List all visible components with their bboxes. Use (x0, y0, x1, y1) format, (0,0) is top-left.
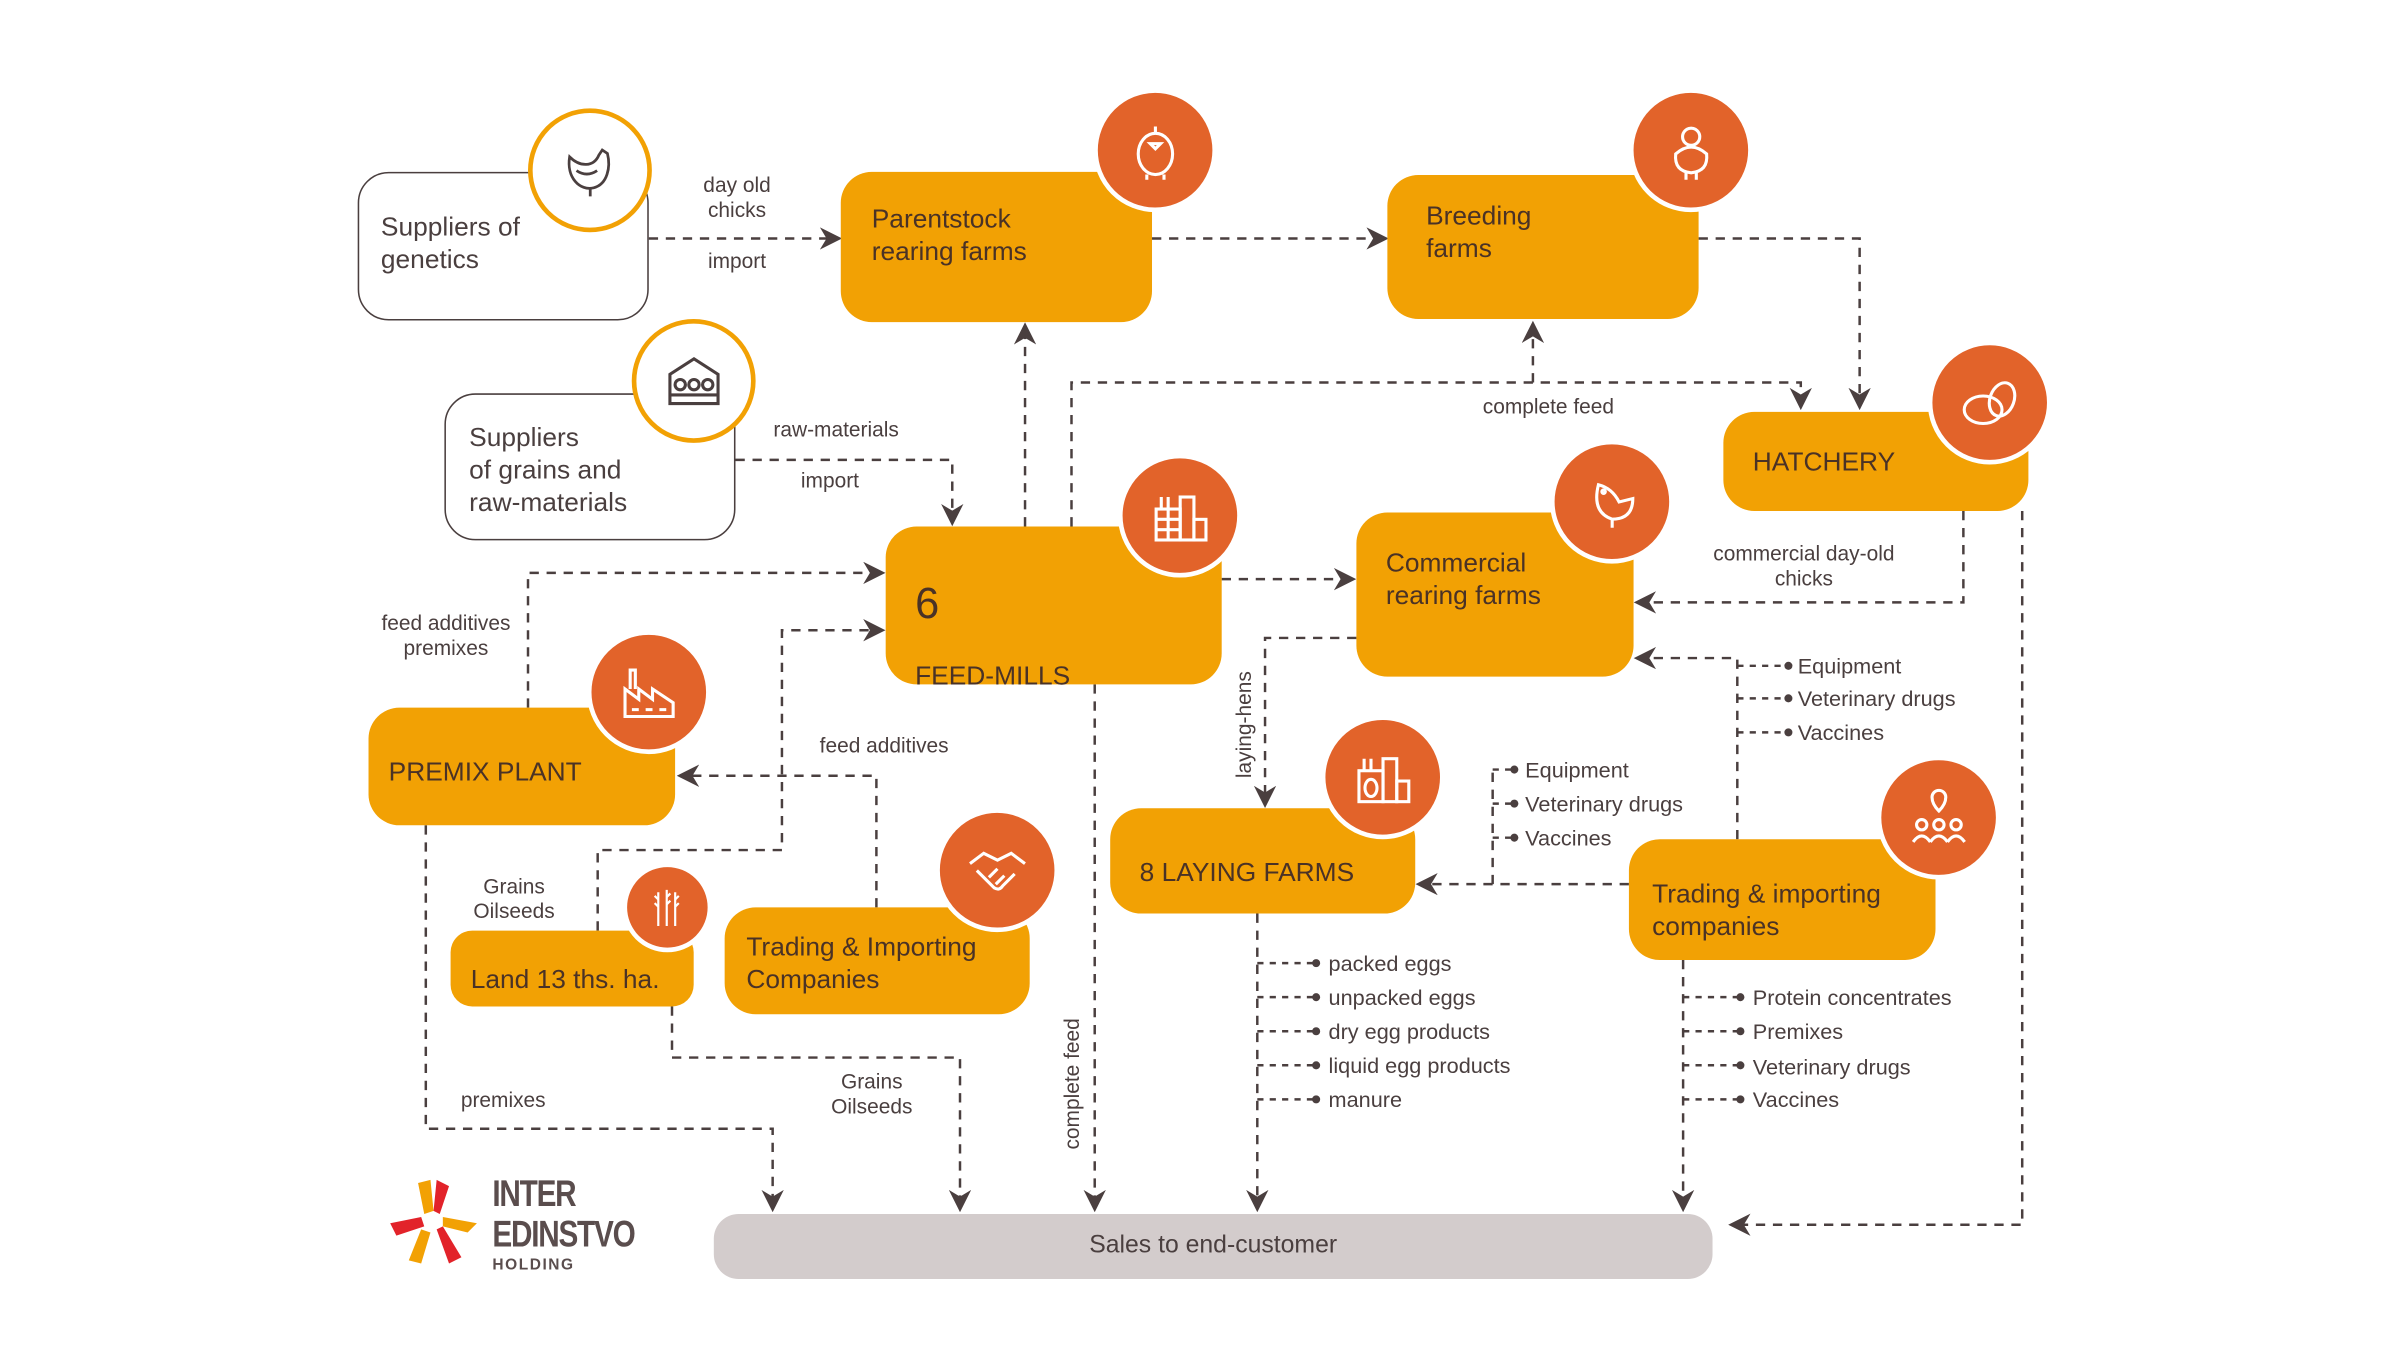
label-laying-hens: laying-hens (1232, 671, 1256, 779)
trading-output-item: Vaccines (1752, 1086, 1840, 1112)
laying-output-item: manure (1328, 1086, 1403, 1112)
hen-icon (528, 108, 652, 233)
label-import-genetics: import (707, 249, 767, 273)
label-commercial-day-old-chicks: commercial day-old chicks (1713, 541, 1895, 590)
node-sales: Sales to end-customer (713, 1213, 1713, 1279)
label-raw-materials: raw-materials (773, 418, 899, 442)
plant-icon (586, 630, 711, 755)
egg-factory-icon (1320, 715, 1445, 840)
label-grains-oilseeds-land: Grains Oilseeds (473, 874, 555, 923)
logo-text-inter: INTER (492, 1173, 576, 1216)
label-grains-oilseeds-sales: Grains Oilseeds (831, 1069, 913, 1118)
trading-output-item: Veterinary drugs (1752, 1054, 1911, 1080)
commercial-input-item: Equipment (1797, 653, 1902, 679)
node-commercial-rearing: Commercial rearing farms (1356, 512, 1634, 677)
feedmills-label: FEED-MILLS (915, 661, 1071, 691)
egg-icon (1927, 340, 2052, 465)
factory-icon (1117, 453, 1242, 578)
trading-output-item: Premixes (1752, 1018, 1844, 1044)
label-day-old-chicks: day old chicks (703, 173, 771, 222)
edge-feedmills-commercial-feed (1070, 381, 1812, 527)
label-feed-additives-premixes: feed additives premixes (381, 611, 511, 660)
laying-input-item: Veterinary drugs (1525, 791, 1684, 817)
edge-premix-sales (424, 825, 784, 1213)
edge-commercial-laying (1253, 636, 1357, 809)
edge-land-feedmills (596, 619, 886, 931)
edge-land-sales (670, 1006, 972, 1213)
node-breeding: Breeding farms (1387, 174, 1699, 319)
logo-text-edinstvo: EDINSTVO (492, 1213, 635, 1256)
commercial-input-item: Vaccines (1797, 720, 1885, 745)
laying-input-item: Vaccines (1525, 825, 1612, 851)
laying-output-item: unpacked eggs (1328, 984, 1476, 1010)
node-suppliers-grains: Suppliers of grains and raw-materials (444, 393, 736, 541)
label-complete-feed: complete feed (1482, 394, 1615, 419)
edge-grains-feedmills (735, 458, 964, 527)
bird-icon (1549, 439, 1674, 564)
node-land: Land 13 ths. ha. (450, 930, 694, 1007)
label-premixes: premixes (460, 1088, 546, 1112)
handshake-icon (935, 808, 1060, 933)
company-logo: INTER EDINSTVO HOLDING (387, 1173, 650, 1285)
label-import-grains: import (800, 469, 859, 493)
edge-breeding-hatchery (1698, 237, 1871, 411)
laying-output-item: dry egg products (1328, 1018, 1491, 1044)
feedmills-count: 6 (915, 579, 940, 628)
wheat-icon (622, 862, 713, 953)
chick-icon (1093, 88, 1218, 213)
chicken-icon (1628, 88, 1753, 213)
node-trading-left: Trading & Importing Companies (724, 907, 1030, 1015)
label-feed-additives: feed additives (819, 733, 949, 758)
laying-output-item: liquid egg products (1328, 1052, 1511, 1078)
commercial-input-item: Veterinary drugs (1797, 685, 1956, 711)
greenhouse-icon (631, 318, 756, 443)
node-parentstock: Parentstock rearing farms (840, 171, 1153, 323)
edge-trading-premix (676, 764, 878, 908)
edge-trading-commercial (1633, 646, 1739, 840)
edge-hatchery-commercial (1633, 510, 1965, 614)
trading-output-item: Protein concentrates (1752, 984, 1952, 1010)
people-location-icon (1876, 755, 2001, 880)
star-logo-icon (390, 1179, 477, 1264)
label-complete-feed-vertical: complete feed (1060, 1018, 1084, 1150)
node-trading-right: Trading & importing companies (1628, 839, 1936, 961)
edge-hatchery-sales (1728, 510, 2024, 1236)
laying-output-item: packed eggs (1328, 950, 1452, 976)
logo-text-holding: HOLDING (492, 1257, 575, 1275)
laying-input-item: Equipment (1525, 757, 1629, 782)
